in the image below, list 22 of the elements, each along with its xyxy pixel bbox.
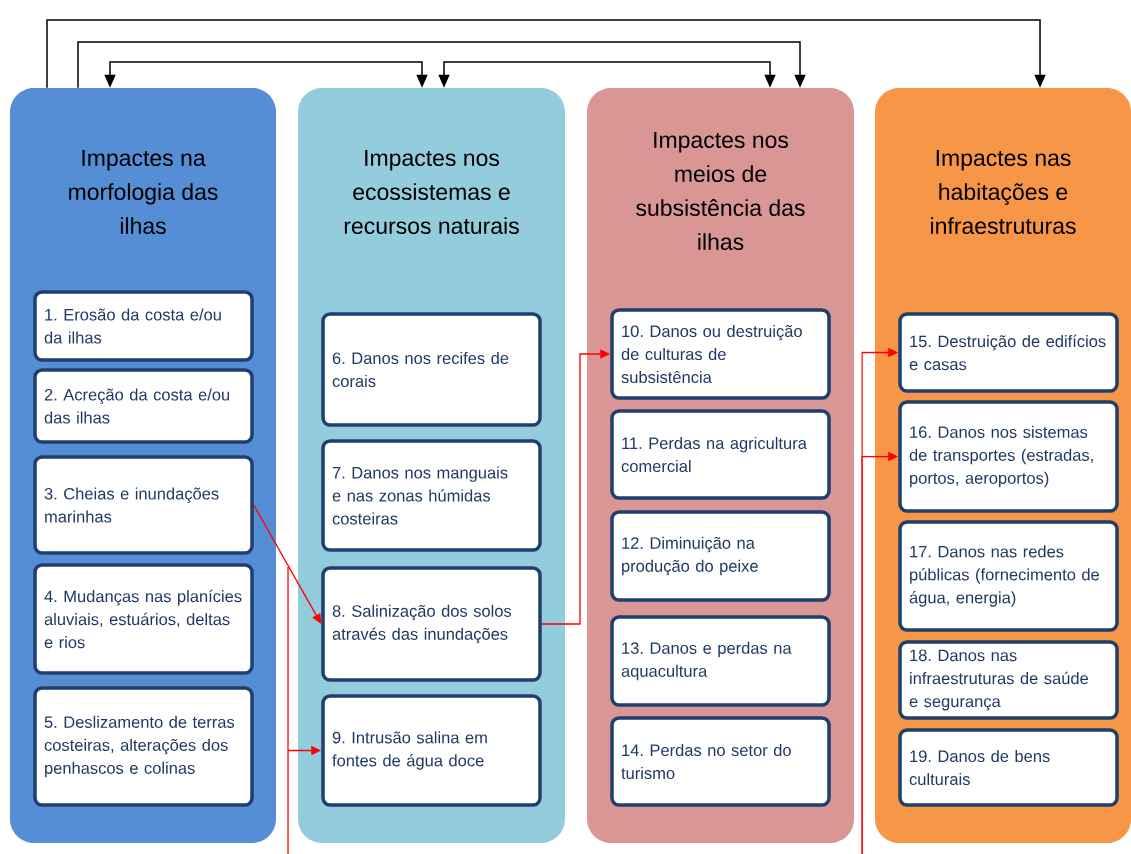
- impact-box: 7. Danos nos manguais e nas zonas húmidas costeiras: [321, 439, 542, 552]
- impact-box: 5. Deslizamento de terras costeiras, alterações dos penhascos e colinas: [33, 686, 254, 807]
- impact-box: 10. Danos ou destruição de culturas de subsistência: [610, 308, 831, 400]
- impact-box: 17. Danos nas redes públicas (fornecimento de água, energia): [898, 520, 1119, 632]
- impact-box: 9. Intrusão salina em fontes de água doce: [321, 694, 542, 807]
- impact-box: 4. Mudanças nas planícies aluviais, estuários, deltas e rios: [33, 563, 254, 675]
- arrow: [46, 19, 1046, 89]
- impact-box: 8. Salinização dos solos através das inundações: [321, 566, 542, 682]
- impact-box: 6. Danos nos recifes de corais: [321, 312, 542, 427]
- impact-box: 15. Destruição de edifícios e casas: [898, 312, 1119, 393]
- impact-box: 1. Erosão da costa e/ou da ilhas: [33, 290, 254, 362]
- impact-box: 11. Perdas na agricultura comercial: [610, 409, 831, 500]
- impact-box: 18. Danos nas infraestruturas de saúde e segurança: [898, 640, 1119, 720]
- impact-box: 2. Acreção da costa e/ou das ilhas: [33, 368, 254, 444]
- impact-box: 16. Danos nos sistemas de transportes (estradas, portos, aeroportos): [898, 400, 1119, 513]
- impact-box: 3. Cheias e inundações marinhas: [33, 455, 254, 555]
- impact-box: 13. Danos e perdas na aquacultura: [610, 615, 831, 707]
- impact-box: 19. Danos de bens culturais: [898, 728, 1119, 807]
- arrow: [77, 41, 806, 89]
- impact-box: 12. Diminuição na produção do peixe: [610, 510, 831, 602]
- arrow: [253, 504, 322, 624]
- impact-box: 14. Perdas no setor do turismo: [610, 716, 831, 807]
